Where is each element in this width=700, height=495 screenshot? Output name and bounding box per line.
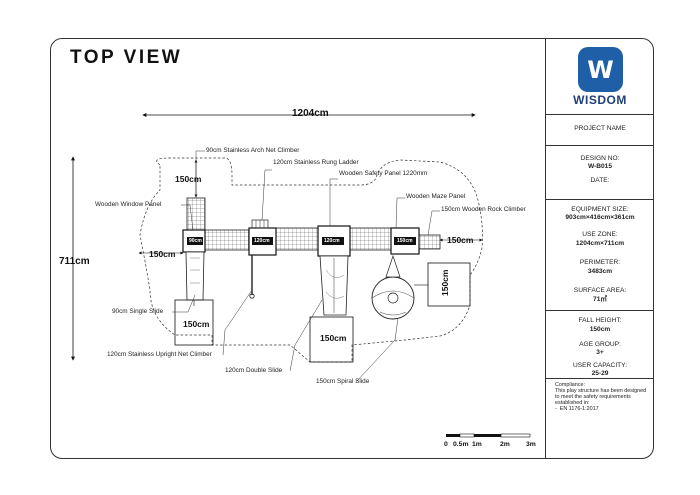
logo-letter: W (587, 55, 614, 84)
tower-tag-2: 120cm (254, 238, 270, 244)
label-maze-panel: Wooden Maze Panel (406, 193, 466, 200)
arch-net-climber (186, 197, 206, 232)
label-rock-climber: 150cm Wooden Rock Climber (441, 206, 526, 213)
brand-name: WISDOM (573, 93, 627, 107)
use-zone: 1204cm×711cm (575, 240, 625, 247)
leader-double-slide (289, 299, 323, 372)
surface-area-label: SURFACE AREA: (573, 287, 627, 294)
user-capacity: 25-29 (591, 370, 609, 377)
compliance-standard-value: EN 1176-1:2017 (559, 406, 599, 412)
surface-area: 71㎡ (593, 296, 607, 303)
divider-compliance (545, 378, 654, 379)
compliance-text: This play structure has been designed to… (555, 388, 647, 406)
page-title: TOP VIEW (70, 47, 183, 68)
scale-label-1: 1m (472, 441, 482, 448)
compliance-block: Compliance: This play structure has been… (555, 382, 651, 412)
label-spiral-slide: 150cm Spiral Slide (316, 378, 370, 385)
tower-tag-1-bg (187, 237, 203, 245)
perimeter: 3483cm (587, 268, 613, 275)
net-bridge-1 (204, 229, 251, 251)
age-group: 3+ (596, 349, 604, 356)
scale-bar-seg4 (500, 433, 531, 438)
label-arch-net: 90cm Stainless Arch Net Climber (206, 147, 300, 154)
net-bridge-3 (349, 227, 393, 251)
tower-tag-3-bg (322, 237, 344, 245)
leader-arch-net (195, 150, 205, 198)
date-label: DATE: (590, 177, 610, 184)
user-capacity-label: USER CAPACITY: (572, 362, 628, 369)
scale-bar-seg3 (474, 434, 501, 437)
leader-rock-climber (427, 210, 440, 236)
tower-tag-3: 120cm (324, 238, 340, 244)
scale-bar-seg1 (446, 434, 460, 437)
tower-tag-4: 150cm (397, 238, 413, 244)
single-slide (185, 251, 205, 301)
leader-spiral-slide (355, 317, 399, 383)
fall-height-label: FALL HEIGHT: (578, 317, 622, 324)
leader-maze-panel (395, 197, 405, 229)
divider-design (545, 145, 654, 146)
design-no-label: DESIGN NO: (580, 155, 620, 162)
use-zone-label: USE ZONE: (582, 231, 618, 238)
leader-window-panel (181, 204, 194, 231)
scale-label-0: 0 (444, 441, 448, 448)
age-group-label: AGE GROUP: (579, 341, 621, 348)
drawing-sheet (50, 38, 654, 459)
leader-rung-ladder (261, 169, 272, 221)
label-window-panel: Wooden Window Panel (95, 201, 162, 208)
double-slide-clearance-box (309, 316, 354, 363)
label-single-slide: 90cm Single Slide (112, 308, 164, 315)
perimeter-label: PERIMETER: (579, 259, 621, 266)
tower-tag-1: 90cm (189, 238, 202, 244)
compliance-standard: - EN 1176-1:2017 (555, 406, 599, 412)
height-dimension: 711cm (59, 256, 90, 267)
spiral-clearance-box (427, 262, 471, 307)
tower-tag-4-bg (394, 237, 416, 245)
single-slide-clearance: 150cm (183, 319, 210, 329)
net-bridge-2 (274, 227, 321, 251)
left-clearance: 150cm (149, 249, 176, 259)
right-clearance: 150cm (447, 235, 474, 245)
label-safety-panel: Wooden Safety Panel 1220mm (339, 170, 428, 177)
leader-safety-panel (329, 178, 338, 226)
sheet-divider (545, 38, 547, 459)
top-clearance: 150cm (175, 174, 202, 184)
scale-label-3: 3m (526, 441, 536, 448)
scale-label-05: 0.5m (453, 441, 469, 448)
width-dimension: 1204cm (292, 108, 329, 119)
scale-label-2: 2m (500, 441, 510, 448)
divider-fall (545, 310, 654, 311)
scale-bar-seg2 (459, 433, 475, 438)
double-slide-clearance: 150cm (320, 333, 347, 343)
label-double-slide: 120cm Double Slide (225, 367, 283, 374)
spiral-clearance: 150cm (440, 269, 450, 296)
wisdom-logo: W (578, 47, 623, 92)
spiral-slide (371, 276, 415, 320)
fall-height: 150cm (589, 326, 611, 333)
compliance-heading: Compliance: (555, 382, 585, 388)
label-upright-net: 120cm Stainless Upright Net Climber (107, 351, 212, 358)
tower-tag-2-bg (252, 237, 273, 245)
leader-upright-net (222, 289, 253, 356)
equipment-size: 903cm×416cm×361cm (565, 214, 635, 221)
rock-climber (417, 234, 441, 250)
project-name-label: PROJECT NAME (574, 125, 626, 132)
label-rung-ladder: 120cm Stainless Rung Ladder (273, 159, 359, 166)
equipment-size-label: EQUIPMENT SIZE: (571, 206, 629, 213)
divider-equipment (545, 199, 654, 200)
divider-project (545, 114, 654, 115)
design-no: W-B015 (587, 163, 613, 170)
leader-single-slide (172, 294, 196, 313)
